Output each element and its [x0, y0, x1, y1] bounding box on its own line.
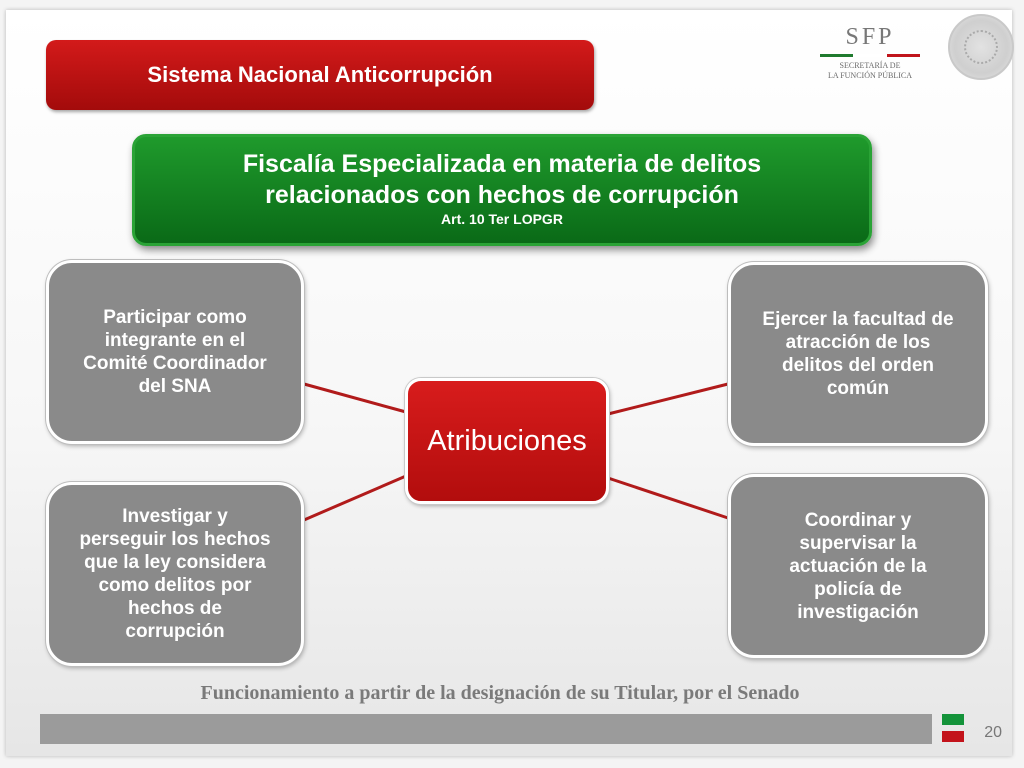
slide-title-text: Sistema Nacional Anticorrupción — [147, 62, 493, 87]
node-text-line: común — [826, 378, 890, 399]
flag-icon — [942, 714, 964, 748]
sfp-logo-name: SFP — [845, 24, 895, 50]
national-seal-icon — [948, 14, 1014, 80]
node-text-line: supervisar la — [799, 532, 917, 554]
node-text-line: Comité Coordinador — [83, 353, 267, 374]
node-text-line: hechos de — [128, 598, 222, 619]
logo-color-rule — [820, 54, 920, 57]
node-text-line: que la ley considera — [84, 552, 266, 573]
page-number: 20 — [984, 724, 1002, 741]
node-text-line: corrupción — [125, 621, 225, 642]
node-text-line: del SNA — [138, 376, 212, 397]
connector-top-right — [607, 382, 729, 416]
node-text-line: atracción de los — [785, 332, 931, 353]
slide-title: Sistema Nacional Anticorrupción — [46, 40, 594, 110]
bottom-bar — [40, 714, 932, 744]
flag-green-stripe — [942, 714, 964, 725]
footer-note: Funcionamiento a partir de la designació… — [200, 682, 800, 704]
node-text-line: delitos del orden — [781, 355, 935, 376]
connector-bottom-right — [607, 476, 729, 520]
sfp-logo-subtitle-1: SECRETARÍA DE — [839, 61, 901, 70]
fiscalia-title-line2: relacionados con hechos de corrupción — [265, 181, 739, 209]
node-participar: Participar como integrante en el Comité … — [46, 260, 304, 444]
fiscalia-box: Fiscalía Especializada en materia de del… — [132, 134, 872, 246]
node-text-line: actuación de la — [789, 555, 927, 577]
node-ejercer: Ejercer la facultad de atracción de los … — [728, 262, 988, 446]
node-coordinar: Coordinar y supervisar la actuación de l… — [728, 474, 988, 658]
node-text-line: policía de — [814, 578, 902, 600]
flag-red-stripe — [942, 731, 964, 742]
node-text-line: Participar como — [103, 307, 247, 328]
connector-top-left — [303, 382, 407, 414]
fiscalia-title-line1: Fiscalía Especializada en materia de del… — [242, 150, 762, 178]
node-text-line: investigación — [797, 601, 919, 623]
fiscalia-subtitle: Art. 10 Ter LOPGR — [441, 211, 563, 227]
center-node-label: Atribuciones — [427, 424, 587, 457]
node-text-line: integrante en el — [104, 330, 246, 351]
connector-bottom-left — [303, 474, 407, 522]
center-node-atribuciones: Atribuciones — [405, 378, 609, 504]
node-text-line: Investigar y — [122, 506, 228, 527]
sfp-logo: SFP SECRETARÍA DE LA FUNCIÓN PÚBLICA — [810, 22, 930, 82]
node-text-line: como delitos por — [98, 575, 252, 596]
node-text-line: Ejercer la facultad de — [762, 309, 954, 330]
node-text-line: Coordinar y — [804, 509, 912, 531]
node-text-line: perseguir los hechos — [79, 529, 271, 550]
node-investigar: Investigar y perseguir los hechos que la… — [46, 482, 304, 666]
sfp-logo-subtitle-2: LA FUNCIÓN PÚBLICA — [827, 71, 912, 80]
